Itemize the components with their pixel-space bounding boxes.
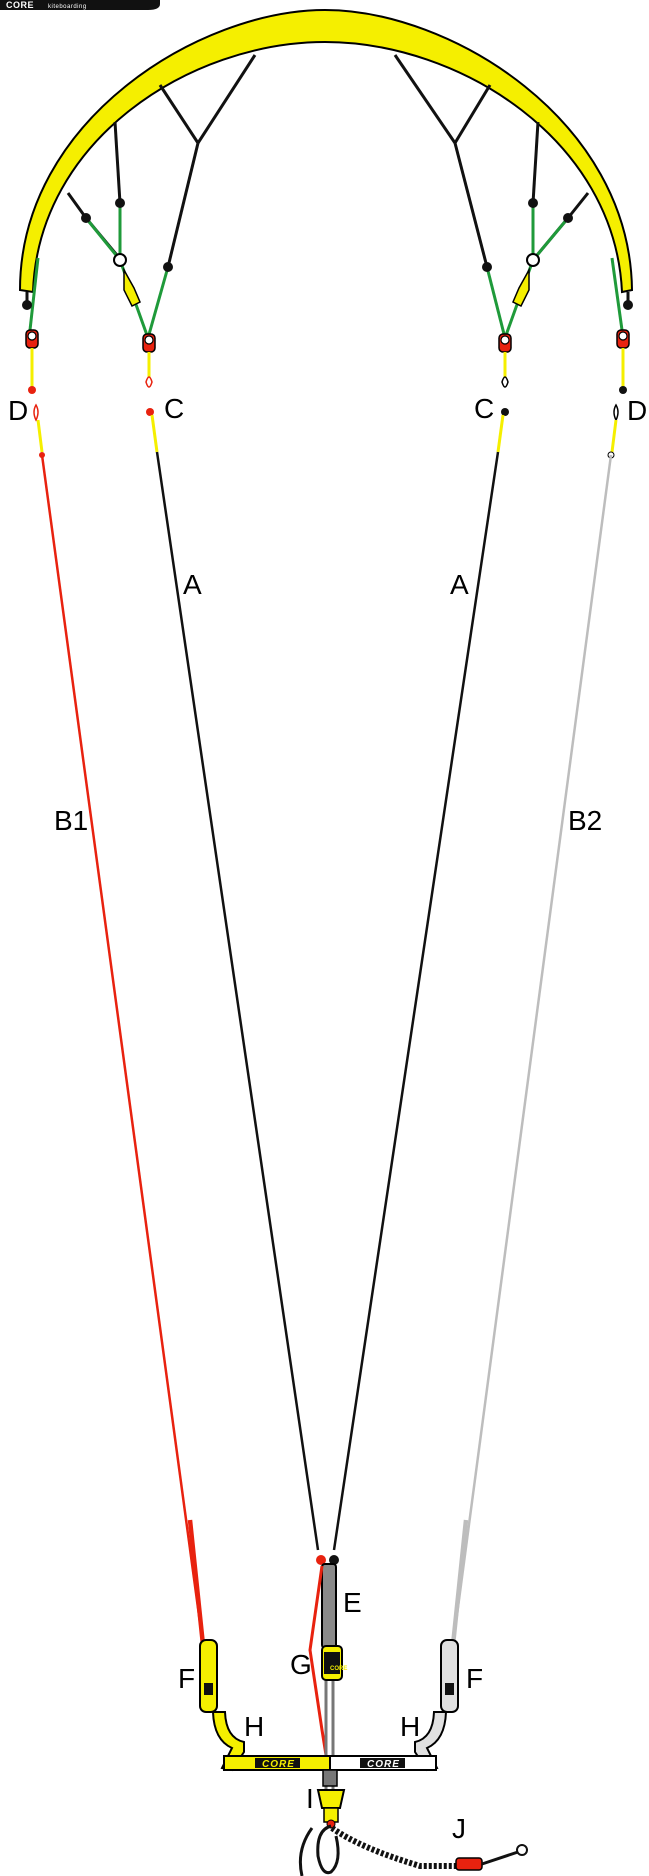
green-bridle-left [28,203,170,339]
label-b2: B2 [568,805,602,836]
floater-right [440,1639,459,1713]
label-g: G [290,1649,312,1680]
label-h-left: H [244,1711,264,1742]
brand-badge: CORE kiteboarding [0,0,160,10]
adjuster-brand: CORE [330,1666,347,1672]
label-a-right: A [450,569,469,600]
line-b2-grey [451,454,613,1646]
floater-left [199,1639,218,1713]
leash-tail [298,1827,314,1876]
bridle-knots [22,198,633,310]
control-bar: CORE CORE [223,1755,437,1771]
front-line-knot-black [329,1555,339,1565]
adjuster-cleat: CORE [321,1645,347,1681]
label-a-left: A [183,569,202,600]
leash-ring [516,1844,528,1856]
label-c-left: C [164,393,184,424]
brand-badge-subtitle: kiteboarding [48,4,87,10]
bridle-left [25,54,257,305]
line-b1-red [40,454,205,1646]
leash-webbing [481,1850,519,1866]
label-e: E [343,1587,362,1618]
label-b1: B1 [54,805,88,836]
quick-release [316,1769,346,1829]
front-line-knot-red [316,1555,326,1565]
kite-canopy [18,8,634,294]
label-f-right: F [466,1663,483,1694]
label-d-left: D [8,395,28,426]
label-i: I [306,1783,314,1814]
safety-leash [330,1825,456,1869]
label-d-right: D [627,395,647,426]
chicken-loop [316,1824,340,1875]
label-j: J [452,1813,466,1844]
leash-handle [455,1857,483,1871]
line-a-left-black [155,451,320,1551]
label-h-right: H [400,1711,420,1742]
bar-brand-left: CORE [262,1759,295,1770]
line-a-right-black [332,451,500,1551]
bar-brand-right: CORE [367,1759,400,1770]
connectors-left [25,253,156,394]
green-bridle-right [485,203,624,339]
depower-tube [321,1563,337,1649]
leader-left [187,1519,206,1646]
label-c-right: C [474,393,494,424]
line-attachments [33,403,619,459]
brand-badge-logo: CORE [6,0,34,10]
label-f-left: F [178,1663,195,1694]
leader-right [450,1519,469,1646]
connectors-right [498,253,630,394]
